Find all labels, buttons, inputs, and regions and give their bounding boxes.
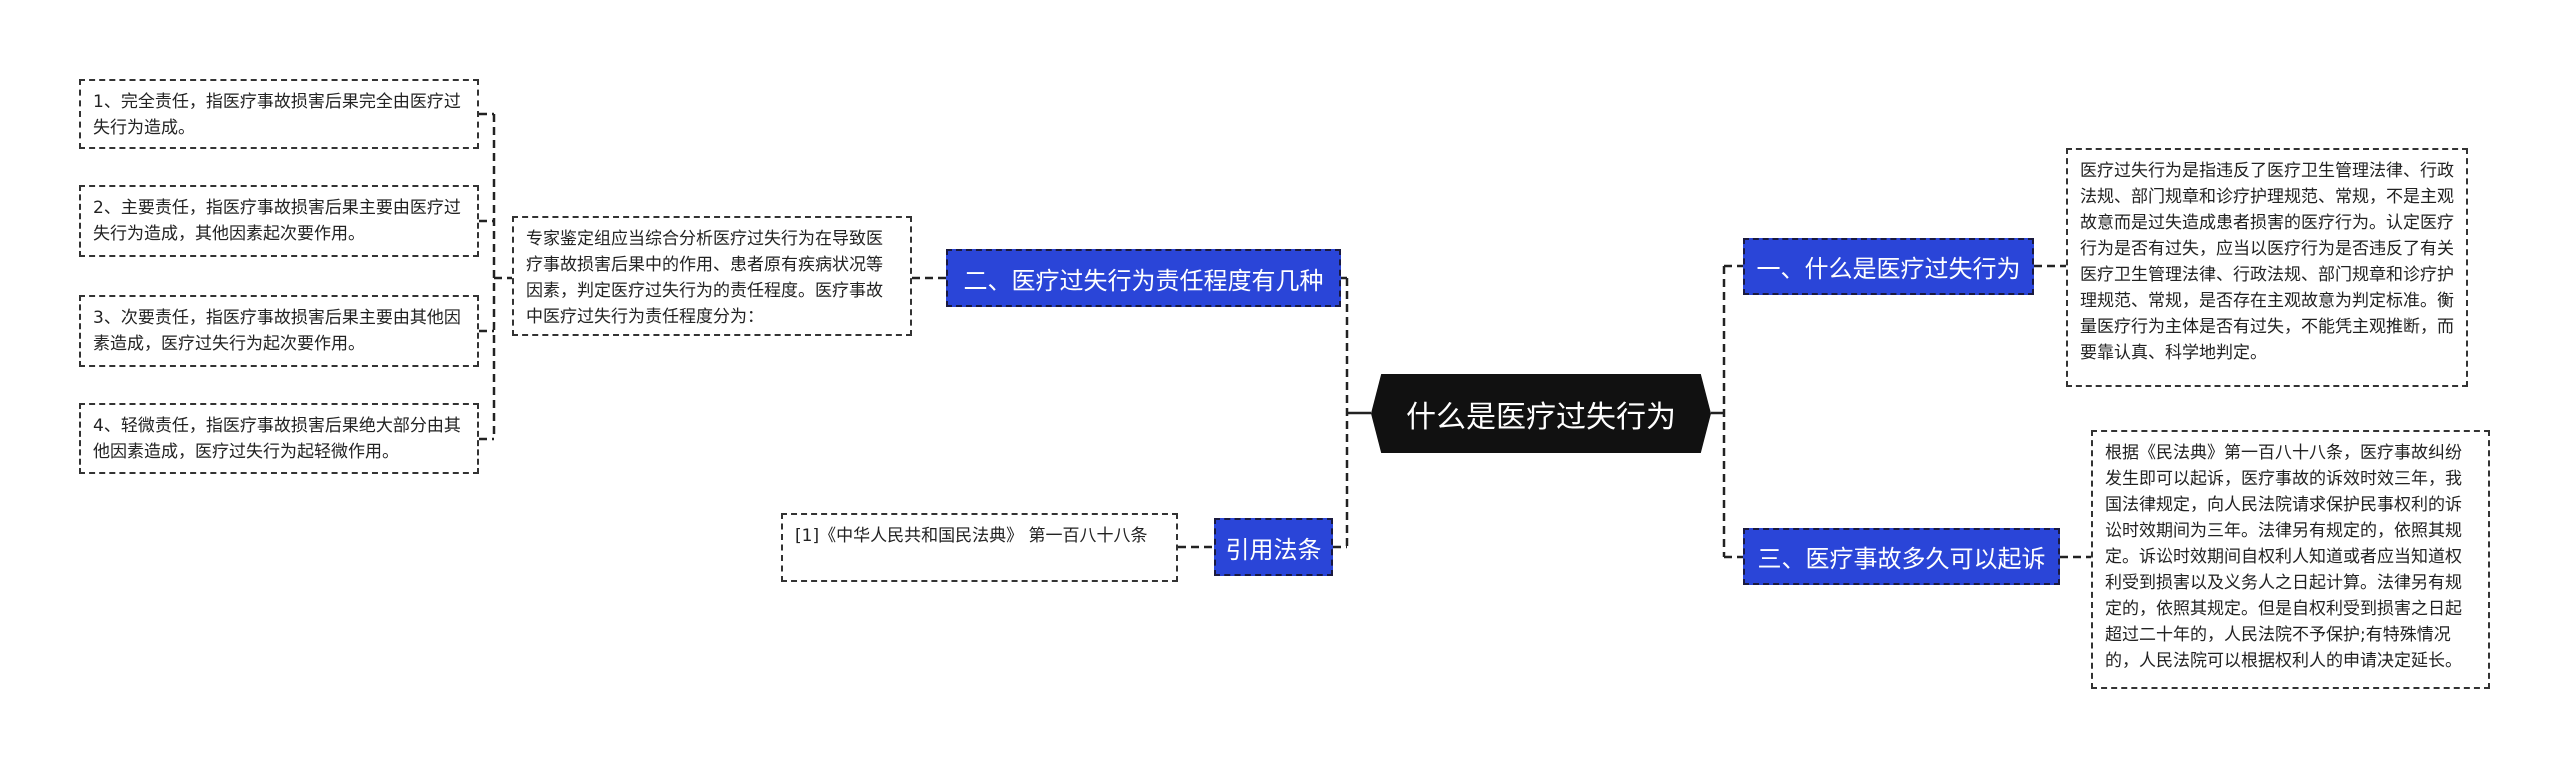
central-topic-label: 什么是医疗过失行为 (1406, 399, 1676, 435)
detail-box-what-is: 医疗过失行为是指违反了医疗卫生管理法律、行政法规、部门规章和诊疗护理规范、常规，… (2066, 148, 2468, 387)
detail-box-when-sue: 根据《民法典》第一百八十八条，医疗事故纠纷发生即可以起诉，医疗事故的诉效时效三年… (2091, 430, 2490, 689)
branch-label: 引用法条 (1225, 535, 1322, 564)
branch-node-cited-law[interactable]: 引用法条 (1214, 518, 1333, 576)
detail-text: 医疗过失行为是指违反了医疗卫生管理法律、行政法规、部门规章和诊疗护理规范、常规，… (2080, 161, 2454, 363)
detail-box-liability-levels: 专家鉴定组应当综合分析医疗过失行为在导致医疗事故损害后果中的作用、患者原有疾病状… (512, 216, 912, 336)
detail-box-cited-law: [1]《中华人民共和国民法典》 第一百八十八条 (781, 513, 1178, 582)
item-text: 3、次要责任，指医疗事故损害后果主要由其他因素造成，医疗过失行为起次要作用。 (93, 308, 461, 354)
branch-node-what-is[interactable]: 一、什么是医疗过失行为 (1743, 238, 2034, 295)
branch-label: 二、医疗过失行为责任程度有几种 (963, 266, 1324, 295)
item-text: 4、轻微责任，指医疗事故损害后果绝大部分由其他因素造成，医疗过失行为起轻微作用。 (93, 416, 461, 462)
detail-text: 根据《民法典》第一百八十八条，医疗事故纠纷发生即可以起诉，医疗事故的诉效时效三年… (2105, 443, 2462, 671)
branch-node-liability-levels[interactable]: 二、医疗过失行为责任程度有几种 (946, 249, 1341, 307)
liability-item-2: 2、主要责任，指医疗事故损害后果主要由医疗过失行为造成，其他因素起次要作用。 (79, 185, 479, 257)
branch-node-when-sue[interactable]: 三、医疗事故多久可以起诉 (1743, 528, 2060, 585)
branch-label: 三、医疗事故多久可以起诉 (1757, 545, 2046, 573)
central-topic[interactable]: 什么是医疗过失行为 (1371, 374, 1711, 453)
branch-label: 一、什么是医疗过失行为 (1756, 255, 2021, 283)
detail-text: 专家鉴定组应当综合分析医疗过失行为在导致医疗事故损害后果中的作用、患者原有疾病状… (526, 229, 883, 327)
detail-text: [1]《中华人民共和国民法典》 第一百八十八条 (795, 526, 1148, 546)
item-text: 1、完全责任，指医疗事故损害后果完全由医疗过失行为造成。 (93, 92, 461, 138)
liability-item-3: 3、次要责任，指医疗事故损害后果主要由其他因素造成，医疗过失行为起次要作用。 (79, 295, 479, 367)
item-text: 2、主要责任，指医疗事故损害后果主要由医疗过失行为造成，其他因素起次要作用。 (93, 198, 461, 244)
liability-item-4: 4、轻微责任，指医疗事故损害后果绝大部分由其他因素造成，医疗过失行为起轻微作用。 (79, 403, 479, 474)
liability-item-1: 1、完全责任，指医疗事故损害后果完全由医疗过失行为造成。 (79, 79, 479, 149)
